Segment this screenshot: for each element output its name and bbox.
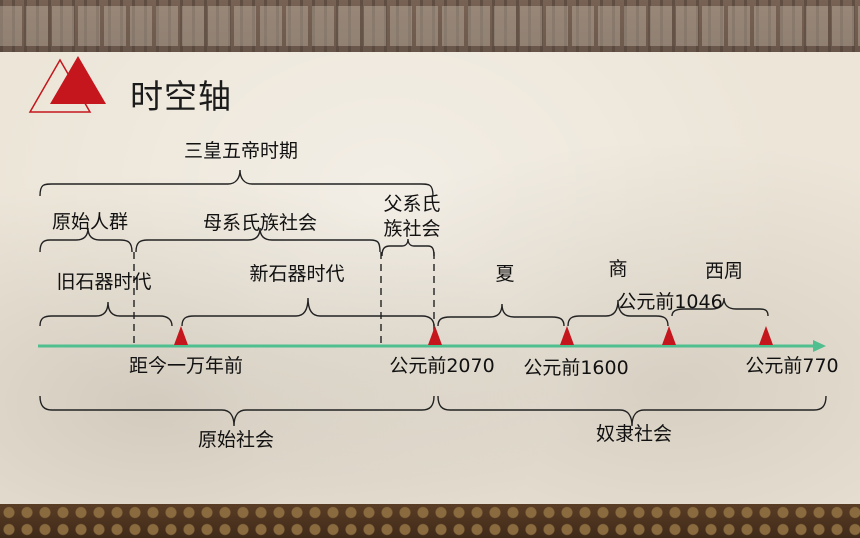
bracket-xinshiqi (181, 297, 435, 327)
label-xinshiqi: 新石器时代 (249, 263, 345, 285)
label-shang: 商 (608, 258, 628, 280)
marker-triangle-3 (560, 326, 574, 345)
bracket-jiushiqi (39, 301, 173, 327)
page-title: 时空轴 (130, 77, 232, 116)
bracket-xizhou (671, 297, 769, 317)
marker-label-2070: 公元前2070 (389, 355, 495, 377)
triangle-logo-icon (28, 56, 106, 113)
bracket-nuli-shehui (437, 395, 827, 427)
label-yuanshi-renqun: 原始人群 (51, 211, 129, 233)
top-decorative-border (0, 0, 860, 52)
bracket-fuxi (381, 238, 435, 257)
label-muxi: 母系氏族社会 (202, 212, 318, 234)
bracket-xia (437, 303, 565, 327)
bracket-yuanshi-shehui (39, 395, 435, 427)
bracket-shang (567, 299, 669, 327)
marker-label-wannian: 距今一万年前 (128, 355, 244, 377)
bracket-sanhuang (39, 169, 434, 197)
label-yuanshi-shehui: 原始社会 (197, 429, 275, 451)
label-fuxi-line2: 族社会 (383, 218, 441, 240)
marker-triangle-1 (174, 326, 188, 345)
label-fuxi-line1: 父系氏 (383, 193, 441, 215)
bottom-decorative-border (0, 504, 860, 538)
marker-triangle-2 (428, 326, 442, 345)
marker-triangle-5 (759, 326, 773, 345)
marker-triangle-4 (662, 326, 676, 345)
bracket-yuanshi-renqun (39, 227, 133, 253)
label-xizhou: 西周 (704, 260, 744, 282)
marker-label-1600: 公元前1600 (523, 357, 629, 379)
label-sanhuang: 三皇五帝时期 (183, 140, 299, 162)
marker-label-1046: 公元前1046 (617, 291, 723, 313)
label-xia: 夏 (495, 263, 515, 285)
label-jiushiqi: 旧石器时代 (56, 271, 152, 293)
bracket-muxi (135, 227, 381, 253)
marker-label-770: 公元前770 (745, 355, 839, 377)
timeline-axis (38, 340, 826, 352)
label-nuli-shehui: 奴隶社会 (595, 423, 673, 445)
